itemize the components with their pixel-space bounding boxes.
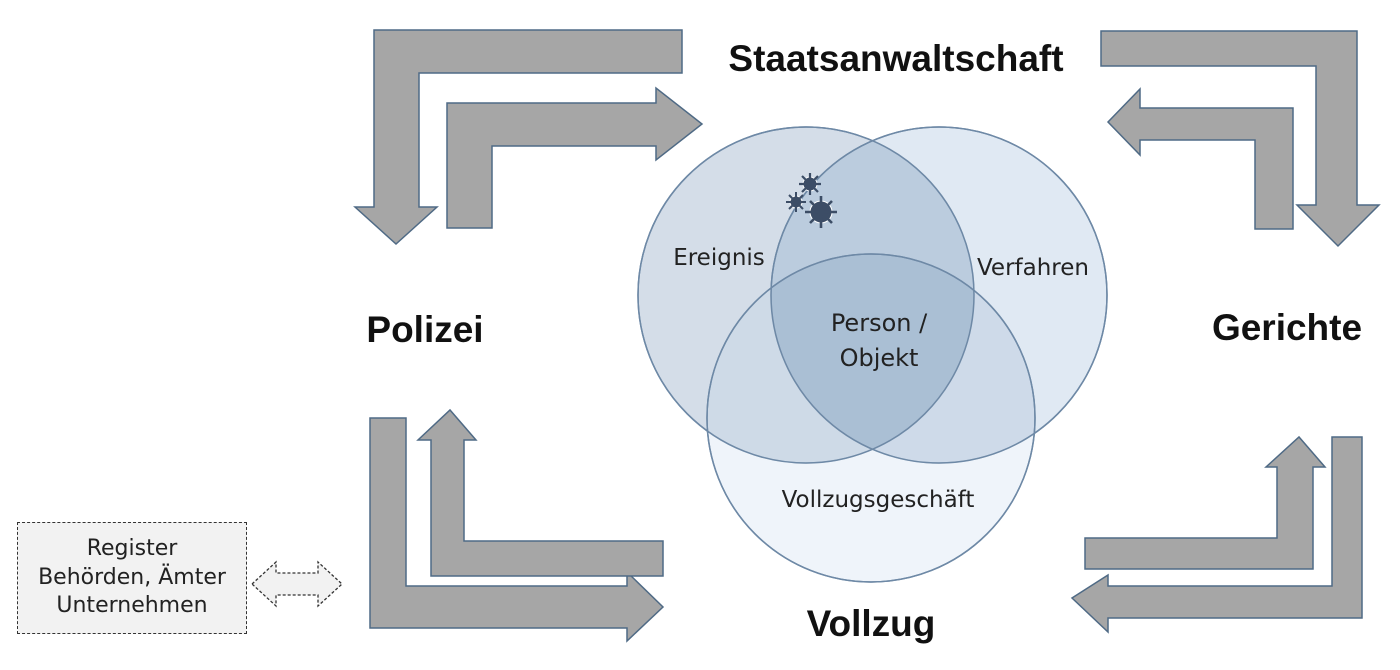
label-ereignis: Ereignis <box>673 245 765 271</box>
label-vollzugsgeschaeft: Vollzugsgeschäft <box>782 487 975 513</box>
register-line-1: Register <box>86 536 178 562</box>
node-gerichte: Gerichte <box>1212 307 1362 348</box>
overlap-ereignis-verfahren <box>771 127 974 463</box>
node-polizei: Polizei <box>366 309 483 350</box>
node-staatsanwaltschaft: Staatsanwaltschaft <box>728 38 1063 79</box>
arrow-vollzug-to-gerichte <box>1084 435 1327 570</box>
register-line-3: Unternehmen <box>56 593 208 619</box>
register-line-2: Behörden, Ämter <box>38 564 226 590</box>
node-vollzug: Vollzug <box>807 603 936 644</box>
arrow-polizei-to-staatsanwaltschaft <box>446 86 704 229</box>
label-person-objekt-line2: Objekt <box>840 344 919 372</box>
double-arrow-icon <box>251 560 343 608</box>
venn <box>637 126 1108 583</box>
label-person-objekt-line1: Person / <box>831 309 928 337</box>
arrow-staatsanwaltschaft-to-gerichte <box>1100 30 1381 248</box>
arrows <box>353 29 1381 643</box>
arrow-staatsanwaltschaft-to-polizei <box>353 29 683 246</box>
label-verfahren: Verfahren <box>977 255 1089 281</box>
arrow-gerichte-to-staatsanwaltschaft <box>1106 87 1294 230</box>
arrow-vollzug-to-polizei <box>416 408 664 577</box>
overlap-verfahren-vollzug <box>771 254 1035 463</box>
arrow-gerichte-to-vollzug <box>1070 436 1363 634</box>
overlap-ereignis-vollzug <box>707 254 974 463</box>
arrow-polizei-to-vollzug <box>369 417 665 643</box>
virus-icon <box>786 173 837 228</box>
register-box: Register Behörden, Ämter Unternehmen <box>17 522 247 634</box>
